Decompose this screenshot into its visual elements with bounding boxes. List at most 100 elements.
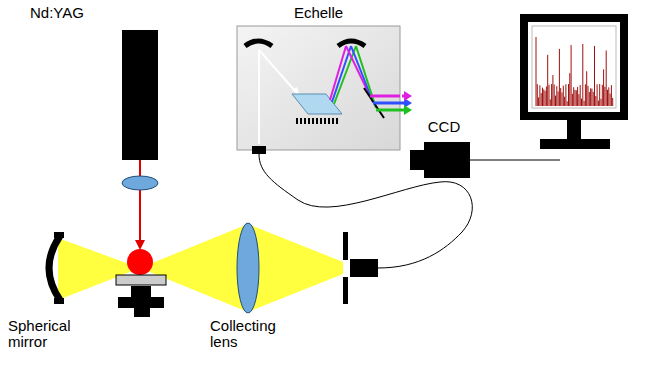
fiber-connector bbox=[350, 259, 378, 277]
light-cone bbox=[58, 238, 140, 300]
collecting-lens bbox=[237, 223, 259, 313]
spectrum-line bbox=[611, 85, 612, 106]
spectrum-line bbox=[576, 90, 577, 106]
spectrum-line bbox=[559, 49, 560, 106]
node-label: Echelle bbox=[294, 4, 343, 21]
laser-beam bbox=[139, 160, 141, 242]
spectrum-line bbox=[560, 88, 561, 106]
spectrum-line bbox=[569, 73, 570, 106]
stage bbox=[131, 286, 151, 298]
part-label: Collecting lens bbox=[210, 318, 290, 350]
spectrum-line bbox=[550, 99, 551, 106]
spectrum-line bbox=[546, 87, 547, 106]
spectrum-line bbox=[572, 94, 573, 106]
spectrum-line bbox=[593, 92, 594, 106]
spectral-ray bbox=[376, 109, 406, 112]
spectrum-line bbox=[591, 89, 592, 106]
spectrum-line bbox=[545, 91, 546, 106]
spectrum-line bbox=[604, 87, 605, 106]
spectrum-line bbox=[598, 101, 599, 106]
mirror-end bbox=[54, 232, 64, 238]
ccd-body bbox=[424, 142, 470, 178]
spectrum-line bbox=[602, 85, 603, 106]
stage bbox=[134, 307, 150, 317]
spectrum-line bbox=[542, 88, 543, 106]
spectrum-line bbox=[588, 86, 589, 106]
grating bbox=[294, 118, 340, 124]
spectrum-line bbox=[549, 85, 550, 106]
spectrum-line bbox=[552, 75, 553, 106]
spectral-ray bbox=[370, 95, 400, 98]
spectrum-line bbox=[558, 91, 559, 106]
focusing-lens bbox=[122, 176, 158, 190]
arrowhead bbox=[404, 91, 412, 101]
node-label: Nd:YAG bbox=[30, 4, 84, 21]
spectrum-line bbox=[606, 50, 607, 106]
spectral-ray bbox=[351, 46, 373, 102]
fiber-port bbox=[252, 146, 266, 154]
spectrum-line bbox=[594, 46, 595, 106]
spectrum-line bbox=[582, 44, 583, 106]
monitor-neck bbox=[567, 120, 581, 140]
spectrum-line bbox=[554, 85, 555, 106]
input-ray bbox=[258, 50, 260, 144]
part-label: Spherical mirror bbox=[8, 318, 82, 350]
spectrum-line bbox=[556, 86, 557, 106]
spectrum-plot bbox=[536, 37, 613, 106]
data-cable bbox=[470, 160, 560, 161]
spectrum-line bbox=[536, 37, 537, 106]
spectrum-line bbox=[589, 92, 590, 106]
spectrum-line bbox=[581, 99, 582, 106]
beam-arrowhead bbox=[135, 240, 145, 250]
node-label: CCD bbox=[428, 118, 461, 135]
spectrum-line bbox=[586, 71, 587, 106]
spectral-ray bbox=[332, 46, 351, 102]
spectrum-line bbox=[541, 93, 542, 106]
spectrometer-node: Echelle bbox=[235, 4, 402, 152]
spectrum-line bbox=[612, 98, 613, 106]
spectrum-line bbox=[607, 90, 608, 106]
spectrum-line bbox=[575, 90, 576, 106]
spectrum-line bbox=[580, 85, 581, 106]
plasma bbox=[127, 249, 153, 275]
spectrum-line bbox=[538, 97, 539, 106]
spectrum-line bbox=[597, 84, 598, 106]
spectrum-line bbox=[547, 55, 548, 106]
spherical-mirror bbox=[49, 236, 60, 300]
spectrum-line bbox=[564, 97, 565, 106]
spectrum-line bbox=[539, 85, 540, 106]
sample-plate bbox=[116, 275, 166, 285]
camera-node: CCD bbox=[412, 92, 476, 180]
laser-node: Nd:YAG bbox=[28, 4, 160, 160]
spectrum-line bbox=[565, 84, 566, 106]
spectrum-line bbox=[543, 89, 544, 106]
spectrum-line bbox=[578, 94, 579, 106]
spectrum-line bbox=[599, 84, 600, 106]
light-path bbox=[402, 91, 412, 101]
spectrum-line bbox=[584, 101, 585, 106]
spectrum-line bbox=[608, 87, 609, 106]
spectrum-line bbox=[551, 84, 552, 106]
slit bbox=[343, 277, 348, 304]
spectrum-line bbox=[563, 86, 564, 106]
spectrum-line bbox=[537, 84, 538, 106]
spectrum-line bbox=[562, 92, 563, 106]
spectrum-line bbox=[573, 87, 574, 106]
spectrum-line bbox=[603, 69, 604, 106]
spectral-ray bbox=[373, 102, 406, 105]
echelle-housing bbox=[237, 26, 400, 150]
spectrum-line bbox=[601, 99, 602, 106]
spectrum-line bbox=[610, 94, 611, 106]
echelle-mirror bbox=[245, 41, 272, 46]
plot-frame bbox=[532, 26, 616, 108]
spectrum-line bbox=[585, 84, 586, 106]
spectral-ray bbox=[356, 46, 376, 108]
echelle-mirror bbox=[338, 41, 365, 46]
mirror-end bbox=[54, 298, 64, 304]
ccd-nose bbox=[410, 150, 426, 170]
spectrum-line bbox=[590, 88, 591, 106]
spectrum-line bbox=[571, 45, 572, 106]
spectrum-line bbox=[567, 101, 568, 106]
